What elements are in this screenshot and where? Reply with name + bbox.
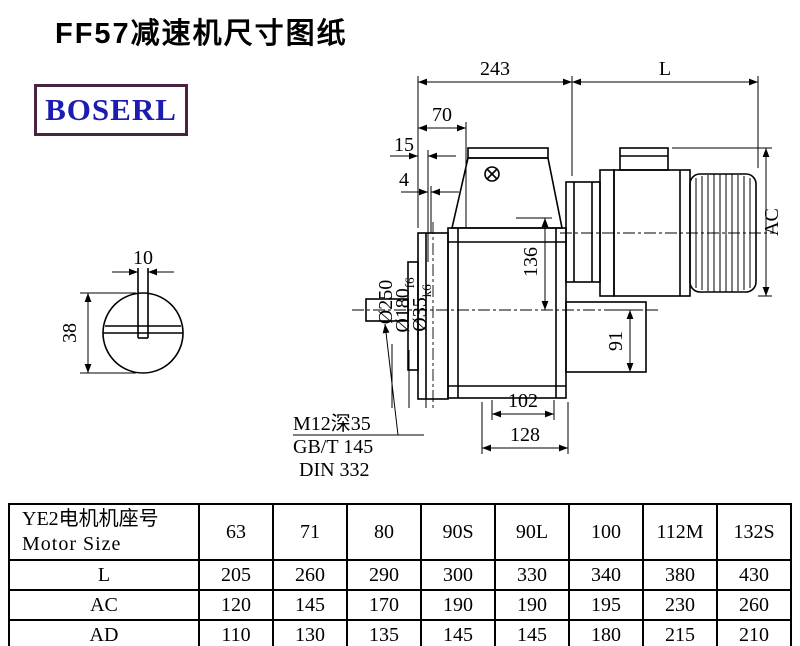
dimension-drawing: 10 38: [59, 58, 783, 481]
cell: 145: [494, 619, 570, 646]
dim-L-label: L: [659, 58, 671, 80]
dim-243: 243: [417, 58, 573, 228]
col-header-90l: 90L: [494, 503, 570, 561]
dim-91-label: 91: [605, 331, 627, 351]
boserl-logo-text: BOSERL: [45, 92, 177, 127]
dim-L: L: [572, 58, 759, 168]
cell: 190: [494, 589, 570, 621]
gearbox-outline: [365, 147, 647, 400]
dim-38-label: 38: [59, 323, 81, 343]
page-title: FF57减速机尺寸图纸: [55, 18, 348, 50]
cell: 145: [420, 619, 496, 646]
col-header-132s: 132S: [716, 503, 792, 561]
note-gbt: GB/T 145: [293, 436, 373, 458]
dim-102: 102: [491, 390, 555, 420]
col-header-71: 71: [272, 503, 348, 561]
note-din: DIN 332: [299, 459, 370, 481]
dim-35-main: Ø35: [409, 297, 431, 331]
motor-outline: [565, 147, 757, 297]
dim-128: 128: [481, 402, 569, 454]
cell: 380: [642, 559, 718, 591]
dim-70: 70: [418, 104, 467, 228]
col-header-63: 63: [198, 503, 274, 561]
dim-180-sub: f6: [402, 277, 417, 288]
dim-128-label: 128: [510, 424, 540, 446]
cell: 340: [568, 559, 644, 591]
dim-35-label: Ø35k6: [409, 284, 434, 332]
cell: 210: [716, 619, 792, 646]
cell: 195: [568, 589, 644, 621]
dim-key-width: 10: [112, 247, 174, 276]
dim-15-label: 15: [394, 134, 414, 156]
fan-cover-ribs: [695, 174, 751, 292]
dim-4: 4: [399, 169, 459, 233]
cell: 180: [568, 619, 644, 646]
dim-91: 91: [604, 309, 640, 372]
header-cn: YE2电机机座号: [22, 508, 159, 530]
dim-10-label: 10: [133, 247, 153, 269]
col-header-90s: 90S: [420, 503, 496, 561]
motor-size-header: YE2电机机座号 Motor Size: [8, 503, 200, 561]
dim-15: 15: [390, 134, 456, 262]
dim-shaft-height: 38: [59, 292, 136, 374]
dim-102-label: 102: [508, 390, 538, 412]
table-row-L: L 205 260 290 300 330 340 380 430: [8, 559, 792, 591]
dim-4-label: 4: [399, 169, 409, 191]
table-header-row: YE2电机机座号 Motor Size 63 71 80 90S 90L 100…: [8, 503, 792, 561]
cell: 260: [716, 589, 792, 621]
dim-136: 136: [516, 217, 552, 310]
cell: 300: [420, 559, 496, 591]
cell: 135: [346, 619, 422, 646]
dim-AC: AC: [672, 147, 783, 297]
dim-243-label: 243: [480, 58, 510, 80]
row-label-AC: AC: [8, 589, 200, 621]
dim-180-label: Ø180f6: [392, 277, 417, 333]
cell: 290: [346, 559, 422, 591]
motor-size-table: YE2电机机座号 Motor Size 63 71 80 90S 90L 100…: [8, 503, 792, 646]
cell: 430: [716, 559, 792, 591]
cell: 260: [272, 559, 348, 591]
dim-250-label: Ø250: [375, 280, 397, 324]
note-m12: M12深35: [293, 412, 371, 435]
header-en: Motor Size: [22, 533, 122, 555]
table-row-AD: AD 110 130 135 145 145 180 215 210: [8, 619, 792, 646]
dim-136-label: 136: [520, 247, 542, 277]
boserl-logo: BOSERL: [34, 84, 188, 136]
shaft-end-view: [102, 268, 184, 374]
cell: 230: [642, 589, 718, 621]
diameter-labels: Ø250 Ø180f6 Ø35k6: [375, 277, 434, 408]
cell: 170: [346, 589, 422, 621]
table-row-AC: AC 120 145 170 190 190 195 230 260: [8, 589, 792, 621]
dim-AC-label: AC: [761, 208, 783, 236]
dim-70-label: 70: [432, 104, 452, 126]
cell: 215: [642, 619, 718, 646]
cell: 120: [198, 589, 274, 621]
cell: 145: [272, 589, 348, 621]
row-label-AD: AD: [8, 619, 200, 646]
dim-180-main: Ø180: [392, 288, 414, 332]
cell: 190: [420, 589, 496, 621]
cell: 110: [198, 619, 274, 646]
cell: 130: [272, 619, 348, 646]
row-label-L: L: [8, 559, 200, 591]
col-header-80: 80: [346, 503, 422, 561]
dim-35-sub: k6: [419, 284, 434, 298]
cell: 205: [198, 559, 274, 591]
col-header-100: 100: [568, 503, 644, 561]
col-header-112m: 112M: [642, 503, 718, 561]
cell: 330: [494, 559, 570, 591]
tapped-hole-note: M12深35 GB/T 145 DIN 332: [293, 323, 424, 481]
